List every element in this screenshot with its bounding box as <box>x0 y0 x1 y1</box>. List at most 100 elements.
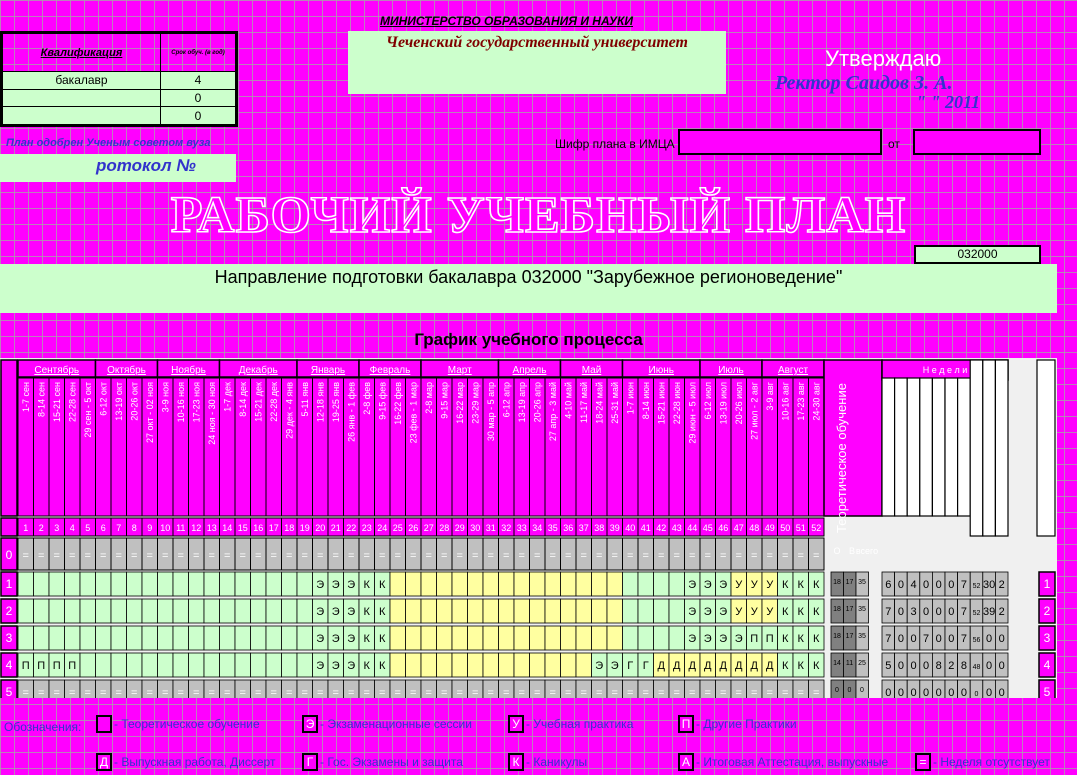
row-eq-label: 0 <box>6 548 13 562</box>
schedule-mark: = <box>736 687 742 698</box>
stat-header-cell <box>944 377 959 517</box>
week-number: 3 <box>54 523 59 533</box>
cipher-input[interactable] <box>678 129 882 155</box>
schedule-mark: П <box>766 633 774 645</box>
weeks-value: 7 <box>961 633 967 645</box>
week-number: 28 <box>439 523 449 533</box>
weeks-value: 7 <box>961 606 967 618</box>
schedule-mark: К <box>379 606 386 618</box>
eq-mark: = <box>550 550 556 562</box>
week-number: 12 <box>191 523 201 533</box>
schedule-cell <box>17 625 34 651</box>
week-number: 48 <box>749 523 759 533</box>
schedule-cell <box>467 652 484 678</box>
stat-value: 18 <box>833 606 841 613</box>
plan-code: 032000 <box>914 245 1041 264</box>
schedule-cell <box>281 571 298 597</box>
stat-value: 17 <box>846 579 854 586</box>
schedule-mark: К <box>782 633 789 645</box>
weeks-value: 8 <box>936 660 942 672</box>
weeks-value: 0 <box>948 633 954 645</box>
week-label: 1-7 дек <box>222 382 232 412</box>
week-label: 11-17 май <box>579 382 589 423</box>
stat-value: 18 <box>833 579 841 586</box>
rector-name: Ректор Саидов З. А. <box>775 72 953 94</box>
eq-mark: = <box>255 550 261 562</box>
theory-label: Теоретическое обучение <box>834 383 849 533</box>
schedule-cell <box>498 571 515 597</box>
eq-mark: = <box>348 550 354 562</box>
schedule-cell <box>436 625 453 651</box>
schedule-mark: = <box>54 687 60 698</box>
schedule-mark: = <box>426 687 432 698</box>
eq-mark: = <box>472 550 478 562</box>
approval-date: " " 2011 <box>916 92 980 112</box>
week-number: 13 <box>207 523 217 533</box>
schedule-mark: = <box>488 687 494 698</box>
schedule-mark: = <box>38 687 44 698</box>
week-label: 22-28 дек <box>269 382 279 422</box>
schedule-cell <box>110 598 127 624</box>
legend-item: - Каникулы <box>526 755 588 769</box>
schedule-cell <box>219 571 236 597</box>
schedule-cell <box>64 598 81 624</box>
schedule-mark: Г <box>627 660 633 672</box>
weeks-value: 0 <box>898 579 904 591</box>
weeks-value: 0 <box>923 606 929 618</box>
eq-mark: = <box>426 550 432 562</box>
week-label: 29 июн - 5 июл <box>687 382 697 444</box>
schedule-mark: К <box>798 579 805 591</box>
eq-mark: = <box>100 550 106 562</box>
schedule-mark: К <box>364 633 371 645</box>
stat-cell <box>855 571 869 597</box>
week-label: 5-11 янв <box>300 382 310 417</box>
weeks-value: 0 <box>910 660 916 672</box>
course-end: 1 <box>1044 577 1051 591</box>
schedule-cell <box>420 625 437 651</box>
weeks-cell <box>995 679 1009 698</box>
eq-mark: = <box>612 550 618 562</box>
schedule-cell <box>637 598 654 624</box>
schedule-mark: К <box>813 633 820 645</box>
week-number: 27 <box>424 523 434 533</box>
schedule-mark: Д <box>673 660 681 672</box>
week-label: 25-31 май <box>610 382 620 424</box>
schedule-mark: Д <box>766 660 774 672</box>
week-label: 23 фев - 1 мар <box>408 382 418 443</box>
schedule-mark: К <box>798 606 805 618</box>
week-label: 13-19 июл <box>718 382 728 424</box>
schedule-mark: К <box>364 606 371 618</box>
schedule-mark: Э <box>704 633 712 645</box>
week-label: 8-14 июн <box>641 382 651 419</box>
eq-mark: = <box>782 550 788 562</box>
stat-header-cell <box>956 377 971 517</box>
date-input[interactable] <box>913 129 1041 155</box>
weeks-value: 0 <box>898 606 904 618</box>
week-number: 4 <box>70 523 75 533</box>
eq-mark: = <box>395 550 401 562</box>
weeks-cell <box>995 625 1009 651</box>
weeks-value: 0 <box>936 579 942 591</box>
schedule-cell <box>420 652 437 678</box>
schedule-cell <box>529 652 546 678</box>
stat-cell <box>855 625 869 651</box>
eq-mark: = <box>720 550 726 562</box>
schedule-cell <box>48 625 65 651</box>
schedule-mark: = <box>441 687 447 698</box>
week-number: 14 <box>222 523 232 533</box>
eq-mark: = <box>69 550 75 562</box>
weeks-value: 30 <box>983 579 995 591</box>
week-number: 19 <box>300 523 310 533</box>
week-label: 13-19 окт <box>114 382 124 421</box>
stat-header-cell <box>994 359 1009 537</box>
schedule-mark: = <box>767 687 773 698</box>
week-number: 45 <box>703 523 713 533</box>
legend-item: - Гос. Экзамены и защита <box>320 755 463 769</box>
week-label: 1-7 июн <box>625 382 635 414</box>
schedule-cell <box>203 625 220 651</box>
eq-mark: = <box>271 550 277 562</box>
schedule-cell <box>467 625 484 651</box>
schedule-mark: Э <box>347 606 355 618</box>
schedule-cell <box>544 598 561 624</box>
weeks-value: 48 <box>973 664 981 671</box>
